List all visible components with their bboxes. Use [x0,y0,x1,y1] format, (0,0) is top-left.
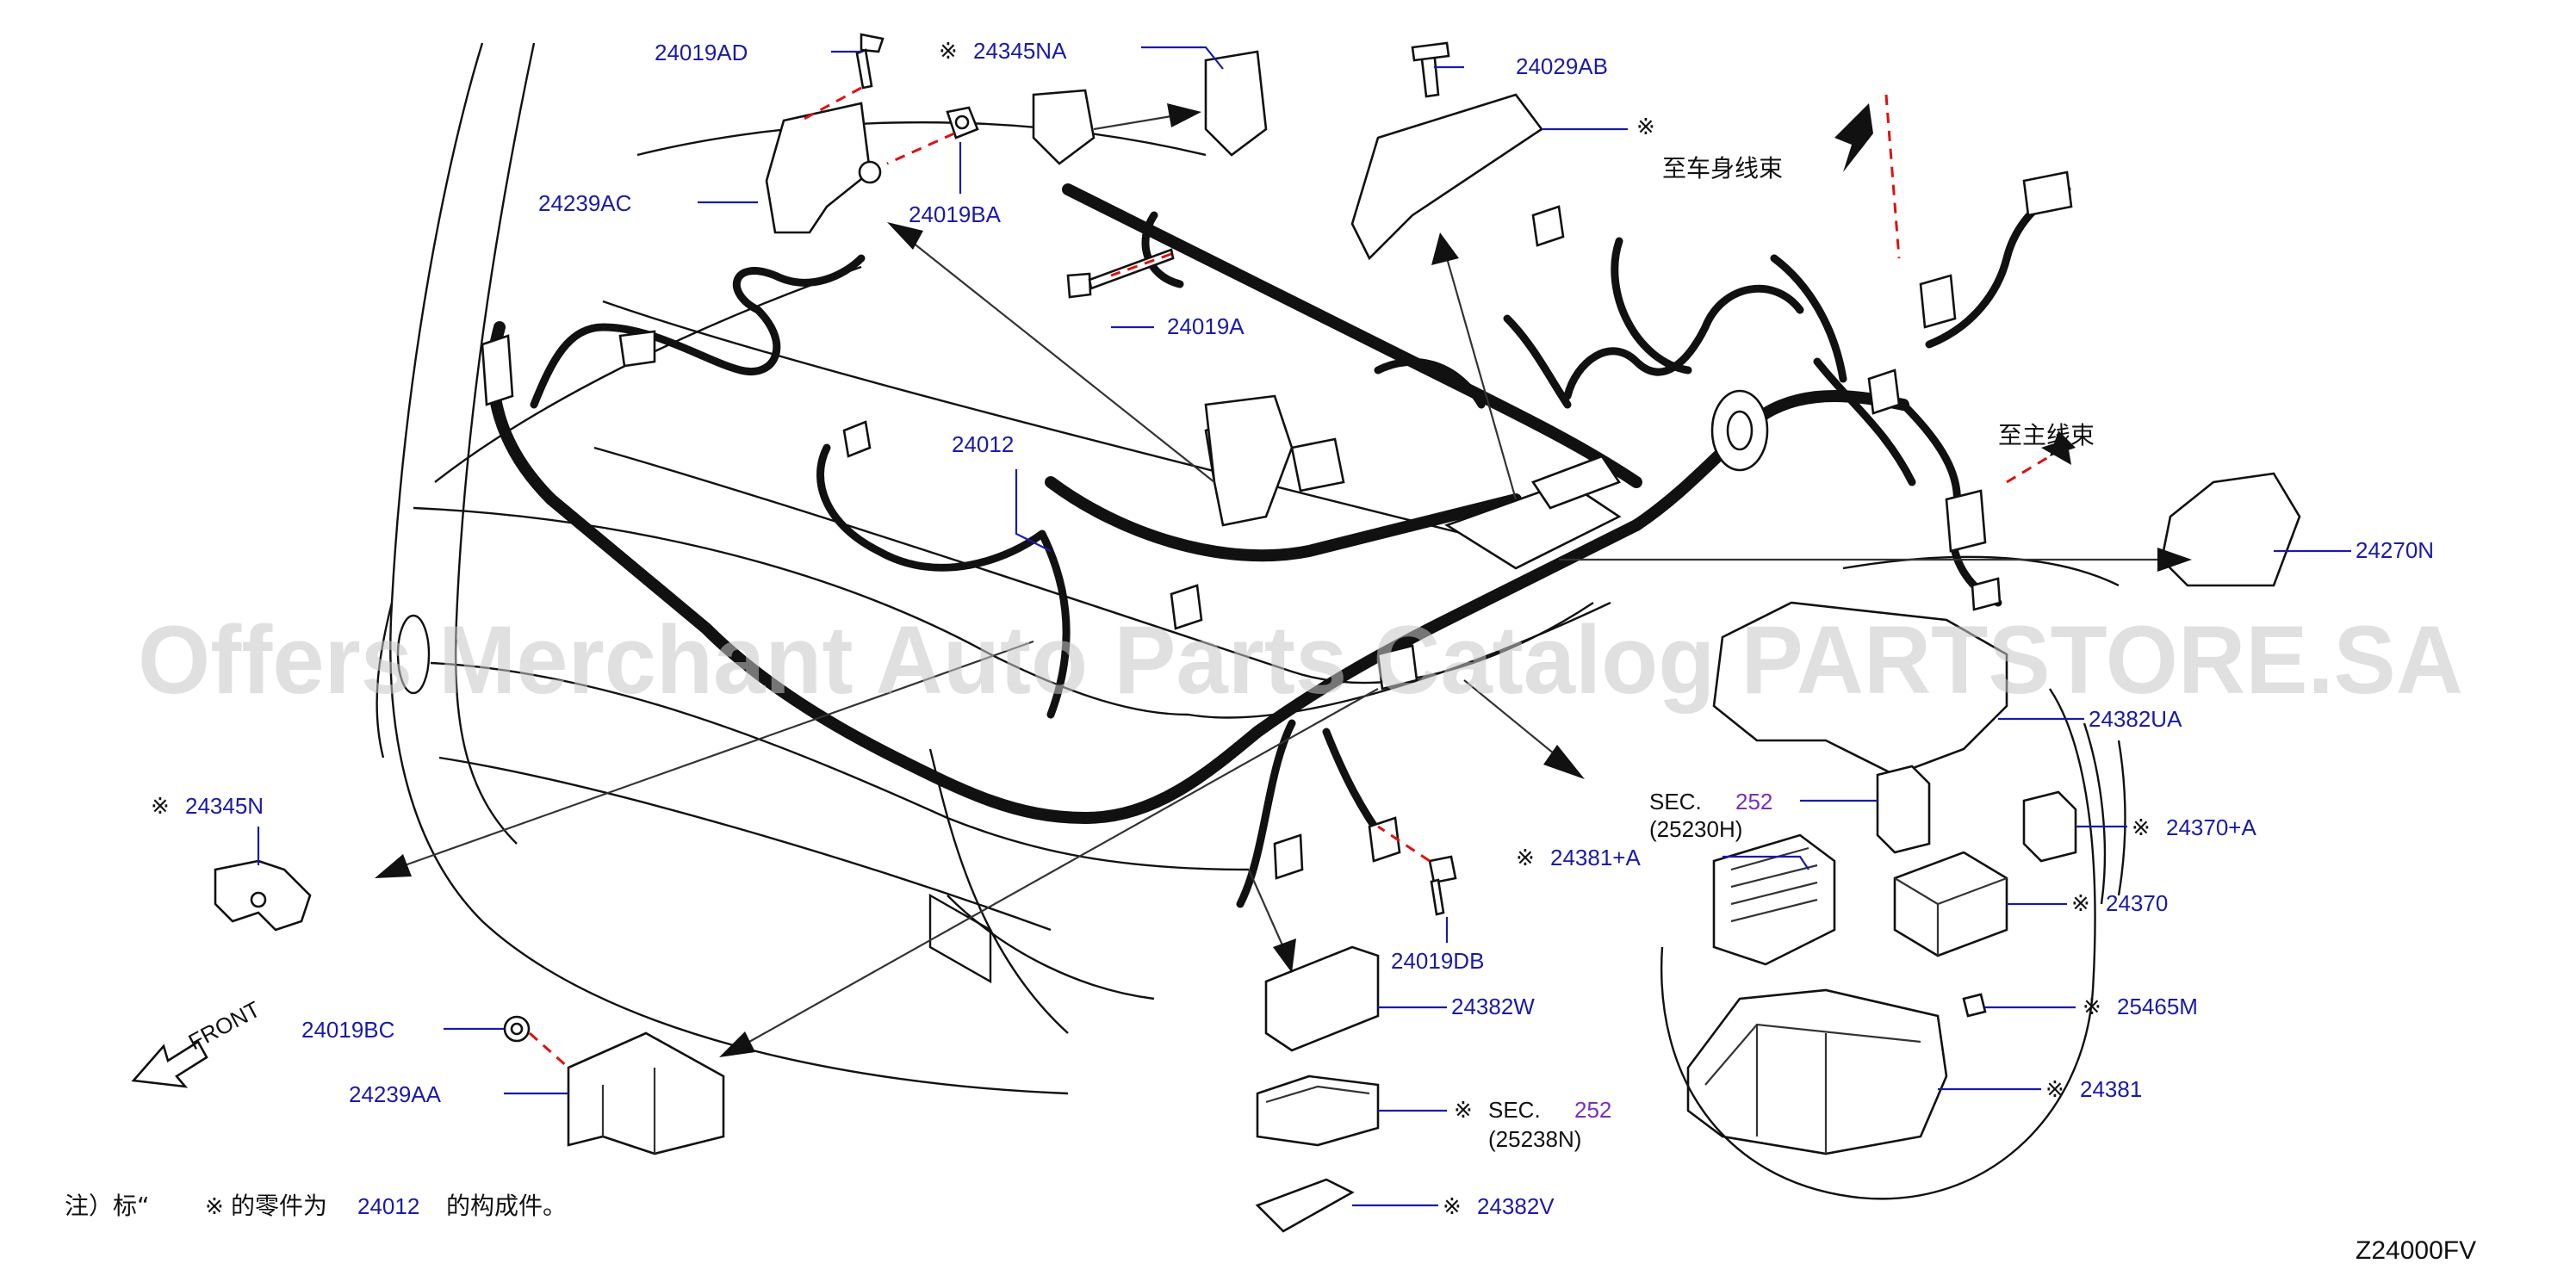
part-label-24019BC[interactable]: 24019BC [301,1017,394,1043]
fuse-25465M [1962,993,1987,1018]
part-label-24019DB[interactable]: 24019DB [1391,948,1484,974]
cover-24382W [1264,945,1380,1052]
note-suffix: 的构成件。 [446,1192,567,1220]
cover-24270N [2160,472,2301,587]
to-body-harness-label: 至车身线束 [1662,154,1783,183]
mark-24345NA: ※ [939,38,958,64]
mark-25465M: ※ [2083,994,2101,1019]
front-direction: FRONT [131,996,264,1088]
nut-24019BC [503,1015,531,1043]
sec-num-n[interactable]: 252 [1574,1097,1611,1123]
bracket-24029AB [1350,41,1543,261]
mark-sec-n: ※ [1454,1097,1473,1123]
fuse-relay-box-24381 [1686,988,1948,1155]
part-label-24012[interactable]: 24012 [952,431,1014,457]
sec-num-h[interactable]: 252 [1735,789,1772,814]
part-label-24381[interactable]: 24381 [2080,1076,2142,1102]
note-prefix: 注）标“ [65,1192,150,1220]
cover-24382V [1255,1178,1355,1233]
bolt-24019DB [1428,855,1457,916]
cover-sec252-n [1256,1075,1380,1147]
part-label-24019BA[interactable]: 24019BA [909,201,1002,227]
nut-24019BA [946,106,979,139]
fuse-block-24381A [1712,833,1836,966]
watermark: Offers Merchant Auto Parts Catalog PARTS… [138,606,2463,714]
sec-word-n: SEC. [1488,1097,1541,1123]
mark-24029AB-bracket: ※ [1636,114,1655,139]
part-label-24370[interactable]: 24370 [2106,890,2168,916]
mark-24382V: ※ [1443,1193,1462,1219]
cover-24382UA [1712,601,2008,777]
part-label-24345NA[interactable]: 24345NA [973,38,1067,64]
connector-24345NA [1032,50,1268,165]
relay-24370A [2022,790,2077,863]
relay-box-frame-curves [1660,555,2126,1200]
to-main-harness-label: 至主线束 [1998,421,2095,449]
part-label-24345N[interactable]: 24345N [185,793,264,819]
mark-24381: ※ [2045,1076,2064,1102]
part-label-24382UA[interactable]: 24382UA [2089,706,2182,732]
part-label-24381A[interactable]: 24381+A [1550,845,1641,870]
part-labels: 24019AD ※ 24345NA 24029AB ※ 24239AC 2401… [151,38,2434,1219]
direction-arrows [1834,103,2076,465]
mark-24345N: ※ [151,793,170,819]
part-label-24019A[interactable]: 24019A [1167,313,1245,339]
part-label-24029AB[interactable]: 24029AB [1516,53,1608,79]
part-label-24270N[interactable]: 24270N [2356,537,2434,563]
main-harness-24012 [481,170,2073,908]
bracket-24345N [214,859,312,932]
front-label: FRONT [184,996,264,1056]
part-label-25465M[interactable]: 25465M [2117,994,2198,1019]
part-label-24239AC[interactable]: 24239AC [538,190,631,216]
bracket-24029-lower [1204,394,1294,527]
location-arrows [375,103,2192,1057]
part-label-24239AA[interactable]: 24239AA [349,1081,442,1107]
sec-ref-n: (25238N) [1488,1126,1581,1152]
footnote: 注）标“ ※ 的零件为 24012 的构成件。 [65,1192,567,1220]
part-label-24019AD[interactable]: 24019AD [655,40,748,65]
part-label-24382V[interactable]: 24382V [1477,1193,1555,1219]
note-mark: ※ [205,1193,224,1219]
mark-24370A: ※ [2132,814,2151,840]
relay-sec252-h [1876,765,1931,854]
diagram-code: Z24000FV [2356,1236,2476,1265]
relay-box-24370 [1893,851,2008,957]
bracket-24239AC [765,102,882,234]
bracket-24239AA [567,1031,725,1155]
fastener-lines [529,86,2051,1069]
bolt-24019AD [855,33,885,90]
leader-lines [257,46,2351,1207]
part-label-24382W[interactable]: 24382W [1451,994,1535,1019]
note-middle: 的零件为 [231,1192,327,1220]
note-part[interactable]: 24012 [357,1193,419,1219]
mark-24370: ※ [2071,890,2090,916]
part-label-24370A[interactable]: 24370+A [2166,814,2256,840]
sec-word-h: SEC. [1649,789,1702,814]
sec-ref-h: (25230H) [1649,816,1742,842]
mark-24381A: ※ [1516,845,1535,870]
